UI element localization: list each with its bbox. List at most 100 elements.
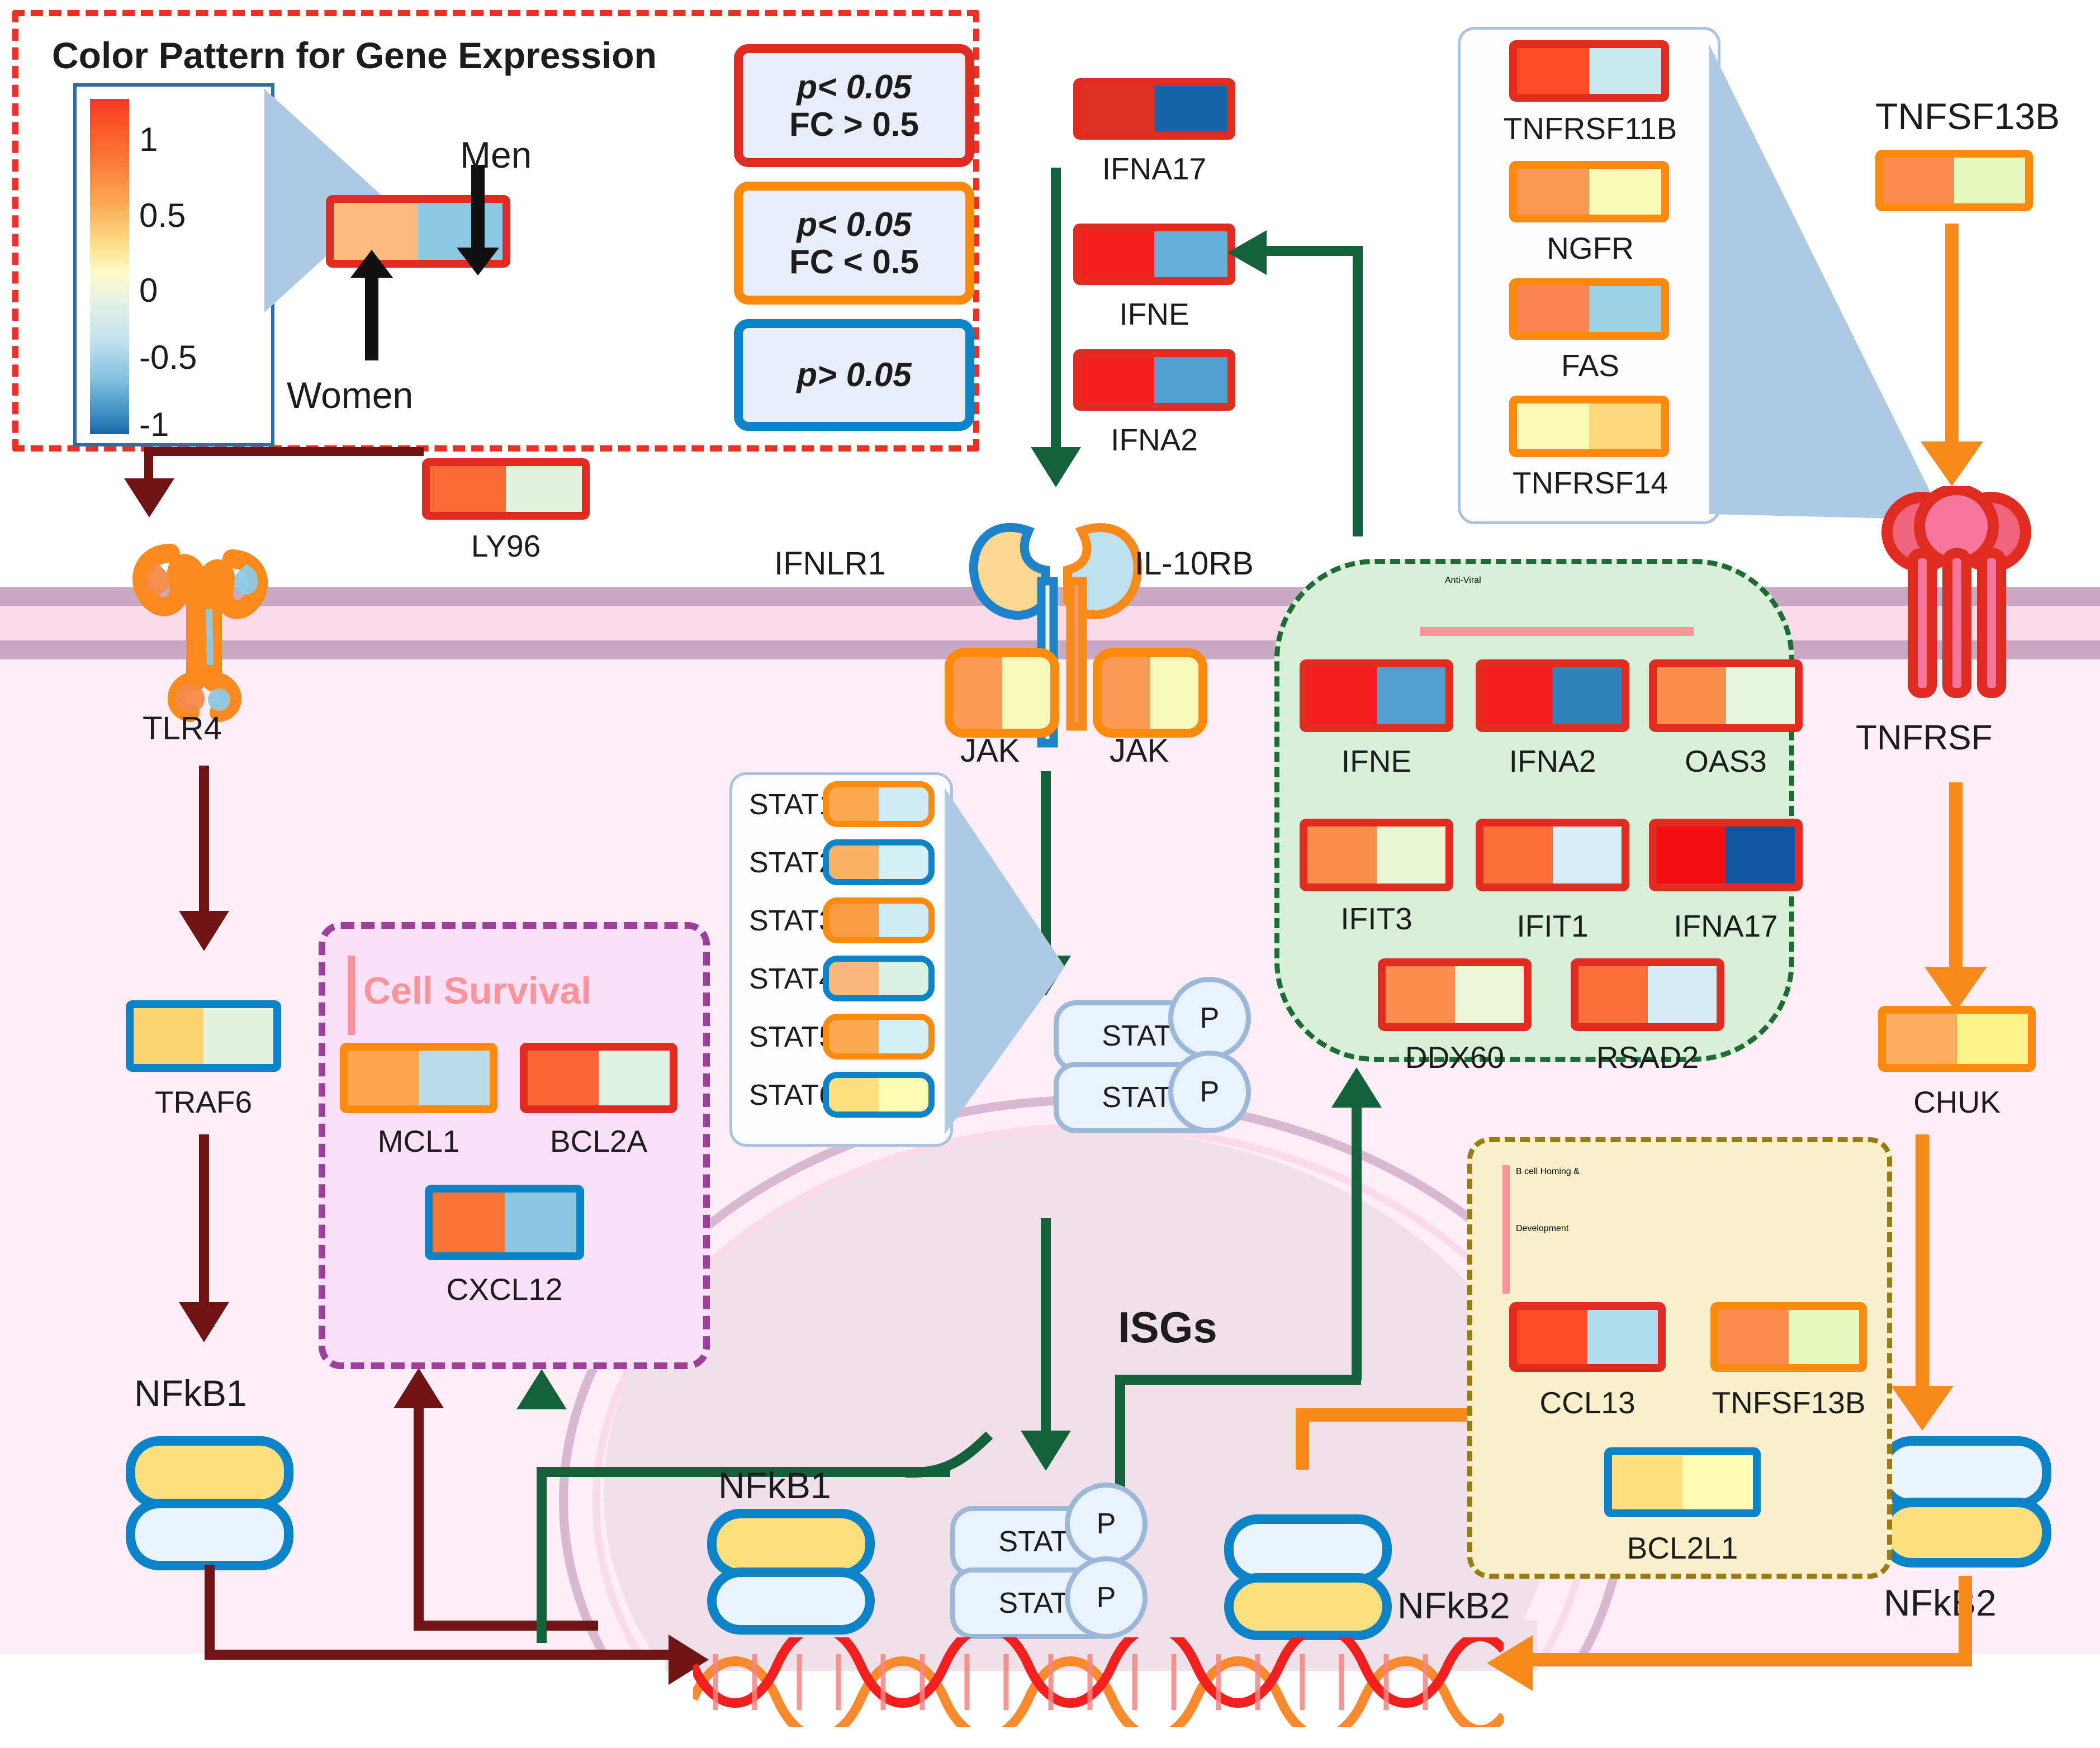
gene-label-NGFR: NGFR (1547, 231, 1634, 265)
gene-label-CXCL12: CXCL12 (446, 1272, 563, 1307)
gene-box-CXCL12 (425, 1185, 584, 1260)
stat2-men-half (879, 846, 928, 879)
NGFR-women-half (1517, 169, 1589, 215)
CXCL12-women-half (433, 1193, 505, 1252)
men-arrow-icon (457, 165, 499, 276)
colorbar-panel: 1 0.5 0 -0.5 -1 (73, 83, 274, 446)
stat2-women-half (829, 846, 879, 879)
IFNA2-top-women-half (1081, 357, 1154, 403)
TNFRSF14-women-half (1517, 403, 1589, 449)
gene-box-IFNA2-av (1476, 659, 1629, 732)
gene-box-LY96 (422, 458, 590, 520)
gene-box-DDX60 (1378, 958, 1532, 1031)
nfkb1-nucleus-complex (707, 1509, 875, 1635)
gene-box-IFNE-top (1073, 224, 1235, 285)
phospho-cyto-bottom: P (1168, 1051, 1251, 1133)
legend-panel: Color Pattern for Gene Expression 1 0.5 … (12, 10, 979, 452)
significance-box-red: p< 0.05 FC > 0.5 (734, 44, 974, 167)
jak-left-icon (945, 648, 1059, 738)
gene-box-BCL2L1 (1604, 1447, 1761, 1517)
colorbar-tick-m1: -1 (139, 406, 169, 443)
stat-label-1: STAT1 (749, 788, 836, 821)
stat-box-4 (823, 956, 935, 1001)
IFNE-av-women-half (1307, 667, 1377, 724)
LY96-women-half (430, 466, 506, 512)
gene-box-TNFSF13B-bcell (1710, 1302, 1867, 1372)
stat-box-5 (823, 1014, 935, 1060)
stat5-women-half (829, 1020, 879, 1053)
gene-label-IFNA2-top: IFNA2 (1111, 422, 1198, 457)
phospho-nuc-top: P (1065, 1483, 1148, 1565)
jak-right-icon (1093, 648, 1207, 738)
DDX60-women-half (1386, 966, 1455, 1023)
gene-label-LY96: LY96 (471, 529, 541, 563)
gene-label-TNFRSF14: TNFRSF14 (1512, 466, 1668, 500)
gene-label-MCL1: MCL1 (377, 1124, 460, 1158)
arrow-stat-curve (906, 1431, 993, 1478)
stat4-men-half (879, 962, 928, 995)
bcell-title-bar (1502, 1165, 1510, 1294)
gene-box-IFIT1 (1476, 819, 1629, 891)
CHUK-men-half (1957, 1014, 2028, 1064)
tlr4-receptor-icon (132, 544, 268, 722)
jak-right-men-half (1150, 657, 1198, 729)
IFNE-av-men-half (1376, 667, 1445, 724)
CXCL12-men-half (504, 1193, 576, 1252)
gene-box-CHUK (1878, 1006, 2036, 1072)
gene-box-IFNA2-top (1073, 349, 1235, 411)
gene-label-CHUK: CHUK (1913, 1085, 2001, 1119)
gene-box-IFNA17-av (1649, 819, 1803, 891)
gene-box-TNFRSF11B (1509, 40, 1669, 102)
TNFRSF11B-men-half (1589, 48, 1661, 94)
stat-box-2 (823, 839, 935, 885)
nfkb1-cyto-top-subunit (126, 1436, 293, 1509)
IFNA2-av-men-half (1552, 667, 1622, 724)
phospho-cyto-top: P (1168, 977, 1251, 1060)
stat-label-4: STAT4 (749, 963, 836, 995)
colorbar-gradient (90, 99, 129, 434)
receptor-label-IL10RB: IL-10RB (1135, 545, 1254, 582)
gene-label-TNFSF13B-bcell: TNFSF13B (1712, 1385, 1866, 1420)
anti-viral-title-underline (1420, 627, 1694, 636)
gene-label-TRAF6: TRAF6 (154, 1085, 253, 1119)
complex-label-NFkB1-nuc: NFkB1 (718, 1465, 831, 1506)
gene-label-IFIT1: IFIT1 (1516, 909, 1589, 943)
jak-right-women-half (1102, 657, 1150, 729)
stat4-women-half (829, 962, 879, 995)
receptor-label-IFNLR1: IFNLR1 (774, 545, 886, 582)
gene-label-FAS: FAS (1561, 348, 1619, 383)
gene-box-TNFRSF14 (1509, 396, 1669, 457)
CCL13-men-half (1587, 1310, 1658, 1364)
DDX60-men-half (1454, 966, 1524, 1023)
OAS3-women-half (1657, 667, 1726, 724)
CCL13-women-half (1517, 1310, 1587, 1364)
dna-double-helix (693, 1637, 1504, 1727)
stat-box-3 (823, 897, 935, 943)
complex-label-NFkB1-cyto: NFkB1 (134, 1372, 247, 1414)
nfkb2-nucleus-complex (1224, 1514, 1392, 1640)
gene-box-IFNA17-top (1073, 78, 1235, 140)
nfkb2-cytoplasm-complex (1878, 1436, 2051, 1568)
stat-label-2: STAT2 (749, 847, 836, 879)
nfkb1-cyto-bottom-subunit (126, 1499, 293, 1570)
group-cell-survival: Cell Survival (319, 922, 710, 1369)
TNFSF13B-bcell-men-half (1789, 1310, 1859, 1364)
gene-label-IFNA17-top: IFNA17 (1102, 151, 1207, 186)
NGFR-men-half (1589, 169, 1661, 215)
legend-women-label: Women (287, 374, 414, 416)
significance-blue-line1: p> 0.05 (797, 356, 912, 394)
TNFRSF14-men-half (1589, 403, 1661, 449)
IFNA2-top-men-half (1154, 357, 1227, 403)
TNFRSF11B-women-half (1517, 48, 1589, 94)
colorbar-tick-m05: -0.5 (139, 339, 197, 376)
TNFSF13B-top-women-half (1883, 158, 1954, 203)
group-title-bcell-line2: Development (1516, 1224, 1569, 1233)
gene-box-BCL2A (520, 1043, 677, 1113)
gene-box-IFIT3 (1300, 819, 1453, 891)
legend-title: Color Pattern for Gene Expression (52, 35, 657, 76)
RSAD2-men-half (1647, 966, 1717, 1023)
IFIT3-women-half (1307, 826, 1377, 884)
BCL2A-women-half (528, 1051, 599, 1105)
gene-label-TNFRSF11B: TNFRSF11B (1503, 111, 1677, 146)
gene-box-TNFSF13B-top (1875, 150, 2033, 211)
